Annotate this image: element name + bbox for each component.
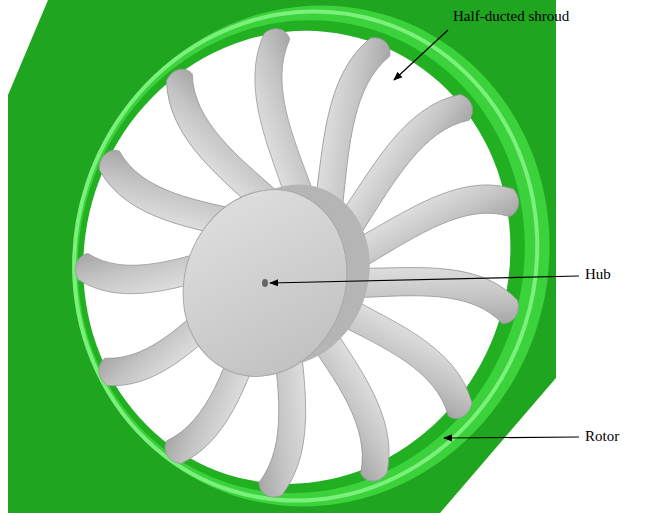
part-label: Rotor [585, 427, 619, 445]
rotor-blades [12, 0, 585, 513]
part-label: Hub [585, 265, 611, 283]
half-ducted-shroud [10, 0, 615, 513]
part-label: Half-ducted shroud [453, 7, 569, 25]
leader-lines [270, 30, 579, 438]
